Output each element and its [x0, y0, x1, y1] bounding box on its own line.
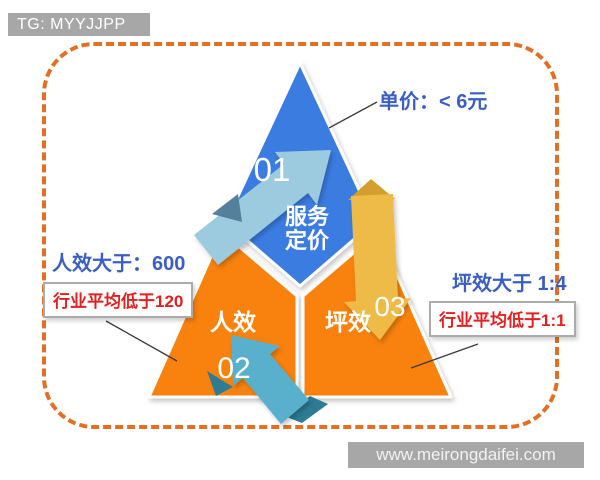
- arrow-01-fold: [212, 194, 242, 222]
- callout-line-floor: [410, 343, 479, 369]
- staff-benchmark-box: 行业平均低于120: [43, 282, 194, 318]
- staff-note: 人效大于：600: [52, 253, 186, 275]
- arrow-01-shape: [194, 150, 331, 265]
- arrow-02-tail-fold: [284, 396, 328, 423]
- pricing-label-line2: 定价: [285, 228, 330, 253]
- arrow-01-label: 01: [254, 151, 291, 188]
- step-arrow-02: 02: [207, 335, 328, 424]
- callout-line-price: [328, 101, 378, 129]
- pricing-label-line1: 服务: [285, 204, 330, 229]
- floor-benchmark-box: 行业平均低于1:1: [429, 301, 576, 337]
- step-arrow-03: 03: [344, 179, 411, 340]
- watermark-badge: TG: MYYJJPP: [8, 13, 150, 36]
- staff-efficiency-label: 人效: [210, 309, 256, 335]
- website-bar: www.meirongdaifei.com: [348, 442, 584, 468]
- arrow-03-label: 03: [374, 291, 405, 322]
- floor-note: 坪效大于 1:4: [452, 273, 567, 295]
- arrow-03-shape: [344, 194, 411, 340]
- dashed-frame: [42, 42, 559, 429]
- arrow-02-head-fold: [207, 371, 233, 396]
- step-arrow-01: 01: [194, 150, 331, 265]
- floor-efficiency-label: 坪效: [325, 309, 371, 335]
- arrow-02-shape: [231, 335, 309, 424]
- callout-line-staff: [105, 320, 178, 362]
- arrow-02-label: 02: [217, 352, 250, 385]
- price-note: 单价：< 6元: [379, 91, 488, 113]
